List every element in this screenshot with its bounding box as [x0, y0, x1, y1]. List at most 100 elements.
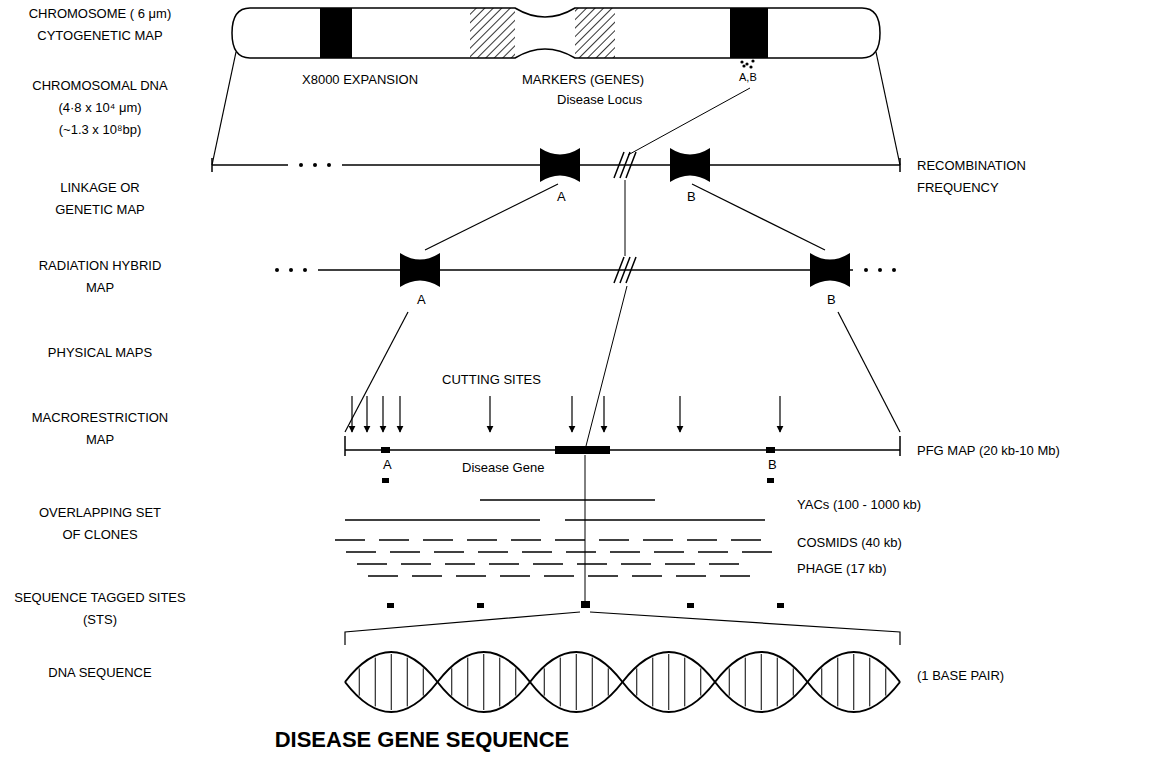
arrow: [571, 396, 572, 432]
clone-dash: [555, 539, 585, 541]
sequence-bracket: [345, 612, 900, 645]
base-pair-rung: [777, 658, 778, 707]
clone-dash: [665, 563, 695, 565]
helix-strand: [345, 652, 900, 712]
clone-dash: [445, 563, 475, 565]
end-tick: [211, 158, 213, 172]
clone-dash: [500, 575, 530, 577]
zoom-line: [838, 312, 900, 432]
clone-dash: [687, 539, 717, 541]
leader-line: [628, 88, 750, 155]
annotation-label: X8000 EXPANSION: [300, 72, 420, 88]
clone-dash: [698, 551, 728, 553]
clone-line: [565, 519, 765, 521]
arrow: [351, 396, 352, 432]
marker-block: [381, 447, 390, 453]
annotation-label: A: [555, 189, 568, 205]
cutting-site-arrows: [352, 396, 780, 432]
clone-dash: [632, 575, 662, 577]
dot: [742, 64, 745, 67]
marker-symbol: [670, 148, 710, 182]
clone-dash: [368, 575, 398, 577]
end-tick: [899, 436, 901, 456]
clone-line: [345, 519, 540, 521]
dot: [751, 59, 754, 62]
base-pair-rung: [700, 668, 701, 695]
expansion-line: [876, 52, 900, 165]
annotation-label: FREQUENCY: [915, 180, 1001, 196]
locus-leader: [585, 88, 750, 601]
annotation-label: YACs (100 - 1000 kb): [795, 497, 923, 513]
dot: [740, 60, 743, 63]
marker-symbol: [400, 253, 440, 287]
base-pair-rung: [375, 658, 376, 707]
dot: [313, 163, 317, 167]
arrow: [489, 396, 490, 432]
marker-symbol: [810, 253, 850, 287]
sts-square: [687, 603, 694, 608]
dot: [864, 268, 868, 272]
sequence-caption: DISEASE GENE SEQUENCE: [220, 727, 624, 753]
sts-square: [777, 603, 784, 608]
base-pair-rung: [837, 658, 838, 707]
clone-dash: [599, 539, 629, 541]
clone-dash: [522, 551, 552, 553]
clone-dash: [412, 575, 442, 577]
arrow: [366, 396, 367, 432]
clone-dash: [621, 563, 651, 565]
annotation-label: MARKERS (GENES): [520, 72, 646, 88]
marker-dots: [740, 59, 754, 68]
dot: [299, 163, 303, 167]
map-level-label: MACRORESTRICTION: [0, 410, 200, 426]
disease-gene-block: [555, 446, 610, 454]
base-pair-rung: [885, 668, 886, 695]
map-level-label: LINKAGE OR: [0, 180, 200, 196]
map-line: [212, 164, 288, 166]
base-pair-rung: [793, 668, 794, 695]
map-level-label: (4·8 x 10⁴ μm): [0, 100, 200, 116]
base-pair-rung: [407, 658, 408, 707]
clone-dash: [346, 551, 376, 553]
base-pair-rung: [684, 658, 685, 707]
base-pair-rung: [560, 658, 561, 707]
base-pair-rung: [483, 654, 484, 710]
marker-block: [766, 447, 775, 453]
dark-band: [320, 0, 352, 70]
base-pair-rung: [391, 654, 392, 710]
hatched-band: [470, 0, 515, 70]
annotation-label: (1 BASE PAIR): [915, 668, 1006, 684]
base-pair-rung: [668, 654, 669, 710]
leader-line: [625, 180, 626, 256]
base-pair-rung: [576, 654, 577, 710]
arrow: [399, 396, 400, 432]
leader-line: [585, 455, 586, 601]
yac-clones: [345, 500, 765, 520]
chromosome-bands: [320, 0, 768, 70]
clone-dash: [731, 539, 761, 541]
base-pair-rung: [592, 658, 593, 707]
annotation-label: B: [685, 189, 698, 205]
map-level-label: (STS): [0, 612, 200, 628]
cosmid-clones: [335, 540, 772, 576]
clone-dash: [577, 563, 607, 565]
clone-dash: [566, 551, 596, 553]
clone-dash: [379, 539, 409, 541]
arrow: [603, 396, 604, 432]
zoom-line: [425, 184, 558, 250]
clone-dash: [610, 551, 640, 553]
clone-dash: [489, 563, 519, 565]
marker-square: [382, 478, 389, 483]
map-level-label: RADIATION HYBRID: [0, 258, 200, 274]
base-pair-rung: [652, 658, 653, 707]
marker-label: A,B: [737, 70, 759, 84]
clone-dash: [434, 551, 464, 553]
sts-markers: [387, 601, 784, 608]
clone-dash: [742, 551, 772, 553]
annotation-label: B: [766, 457, 779, 473]
dot: [327, 163, 331, 167]
clone-dash: [511, 539, 541, 541]
base-pair-rung: [821, 668, 822, 695]
